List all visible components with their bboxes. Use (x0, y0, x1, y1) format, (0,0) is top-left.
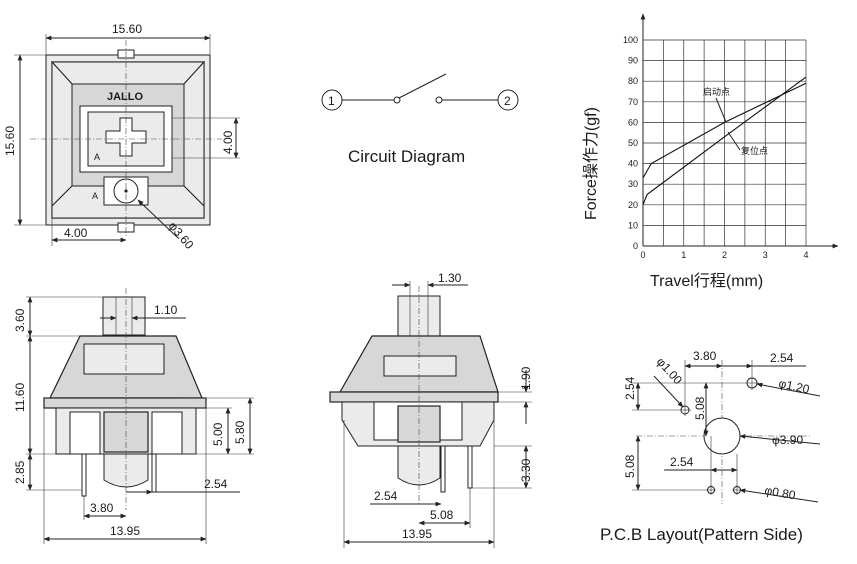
chart-ytick-label: 70 (628, 97, 638, 107)
side-stem-width: 1.30 (438, 271, 462, 285)
front-pin-height: 2.85 (13, 460, 27, 484)
pcb-hole-0-80: φ0.80 (763, 483, 796, 502)
side-view: 1.30 1.90 3.30 2.54 5.08 13.95 (329, 271, 533, 548)
front-stem (102, 296, 146, 336)
front-flange (43, 397, 207, 409)
pcb-center-hole-icon (703, 417, 741, 455)
force-chart: 0 10 20 30 40 50 60 70 80 90 100 0 1 2 3 4 启动点 复位点 Forc… (582, 13, 839, 290)
pcb-layout: 3.80 2.54 2.54 5.08 5.08 2.54 φ1.00 φ1.2… (600, 349, 821, 544)
marker-a1: A (94, 152, 100, 162)
chart-xtick-label: 4 (803, 250, 808, 260)
chart-annotation-start: 启动点 (703, 86, 730, 97)
pcb-dim-5-08-left: 5.08 (623, 454, 637, 478)
chart-xtick-label: 3 (763, 250, 768, 260)
circuit-title: Circuit Diagram (348, 147, 465, 166)
chart-ticks: 0 10 20 30 40 50 60 70 80 90 100 0 1 2 3 4 (623, 35, 809, 260)
chart-ytick-label: 40 (628, 159, 638, 169)
top-width-dim: 15.60 (112, 22, 142, 36)
front-width: 13.95 (110, 524, 140, 538)
chart-ytick-label: 90 (628, 56, 638, 66)
top-view: JALLO A A 15.60 15.60 4.00 4.00 φ3.60 (3, 22, 240, 252)
pcb-dim-2-54-bottom: 2.54 (670, 455, 694, 469)
chart-grid (642, 39, 807, 247)
chart-xlabel: Travel行程(mm) (650, 272, 763, 290)
chart-ytick-label: 10 (628, 220, 638, 230)
pcb-hole-1-20: φ1.20 (777, 376, 811, 396)
front-led-bump (103, 453, 149, 488)
front-pin-1 (81, 453, 87, 497)
pcb-dim-2-54-top: 2.54 (770, 351, 794, 365)
top-view-inner-left (51, 60, 73, 208)
side-flange (329, 391, 499, 403)
chart-series-line-1 (642, 76, 807, 206)
marker-a2: A (92, 191, 98, 201)
chart-xtick-label: 0 (640, 250, 645, 260)
top-height-dim: 15.60 (3, 126, 17, 156)
front-dim-5-00: 5.00 (211, 422, 225, 446)
front-view: 3.60 11.60 2.85 1.10 5.00 5.80 2.54 3.80 (13, 288, 254, 544)
front-pin-2 (151, 453, 157, 493)
chart-ylabel: Force操作力(gf) (582, 107, 600, 220)
pcb-dim-3-80: 3.80 (693, 349, 717, 363)
chart-series (642, 76, 807, 206)
chart-ytick-label: 50 (628, 138, 638, 148)
top-view-inner-right (183, 60, 205, 208)
chart-ytick-label: 30 (628, 179, 638, 189)
front-pin-offset: 2.54 (204, 477, 228, 491)
pcb-hole-1-00: φ1.00 (654, 355, 685, 388)
pcb-dim-2-54-left: 2.54 (623, 376, 637, 400)
front-stem-width: 1.10 (154, 303, 178, 317)
chart-ytick-label: 20 (628, 200, 638, 210)
front-body-height: 11.60 (13, 383, 27, 412)
pcb-title: P.C.B Layout(Pattern Side) (600, 525, 803, 544)
pcb-hole-3-90: φ3.90 (772, 433, 803, 447)
side-pin-2 (467, 445, 473, 489)
side-pin-spacing: 5.08 (430, 508, 454, 522)
front-dim-5-80: 5.80 (233, 420, 247, 444)
top-view-brand: JALLO (107, 91, 144, 103)
chart-ytick-label: 80 (628, 76, 638, 86)
side-width: 13.95 (402, 527, 432, 541)
chart-ytick-label: 100 (623, 35, 638, 45)
pcb-dim-5-08-inner: 5.08 (693, 396, 707, 420)
chart-annotation-reset: 复位点 (741, 145, 768, 156)
front-pin-spacing: 3.80 (90, 501, 114, 515)
chart-xtick-label: 2 (722, 250, 727, 260)
front-stem-height: 3.60 (13, 308, 27, 332)
side-pin-offset: 2.54 (374, 489, 398, 503)
circuit-diagram: 1 2 Circuit Diagram (321, 73, 519, 166)
stem-size-dim: 4.00 (221, 130, 235, 154)
side-clip-height: 1.90 (519, 366, 533, 390)
side-pin-1 (440, 445, 446, 493)
side-pin-height: 3.30 (519, 458, 533, 482)
chart-xtick-label: 1 (681, 250, 686, 260)
terminal-2: 2 (504, 94, 511, 108)
terminal-1: 1 (328, 94, 335, 108)
top-view-inner-top (50, 61, 206, 85)
chart-series-line-2 (642, 82, 807, 179)
offset-dim: 4.00 (64, 226, 88, 240)
chart-ytick-label: 0 (633, 241, 638, 251)
chart-ytick-label: 60 (628, 117, 638, 127)
